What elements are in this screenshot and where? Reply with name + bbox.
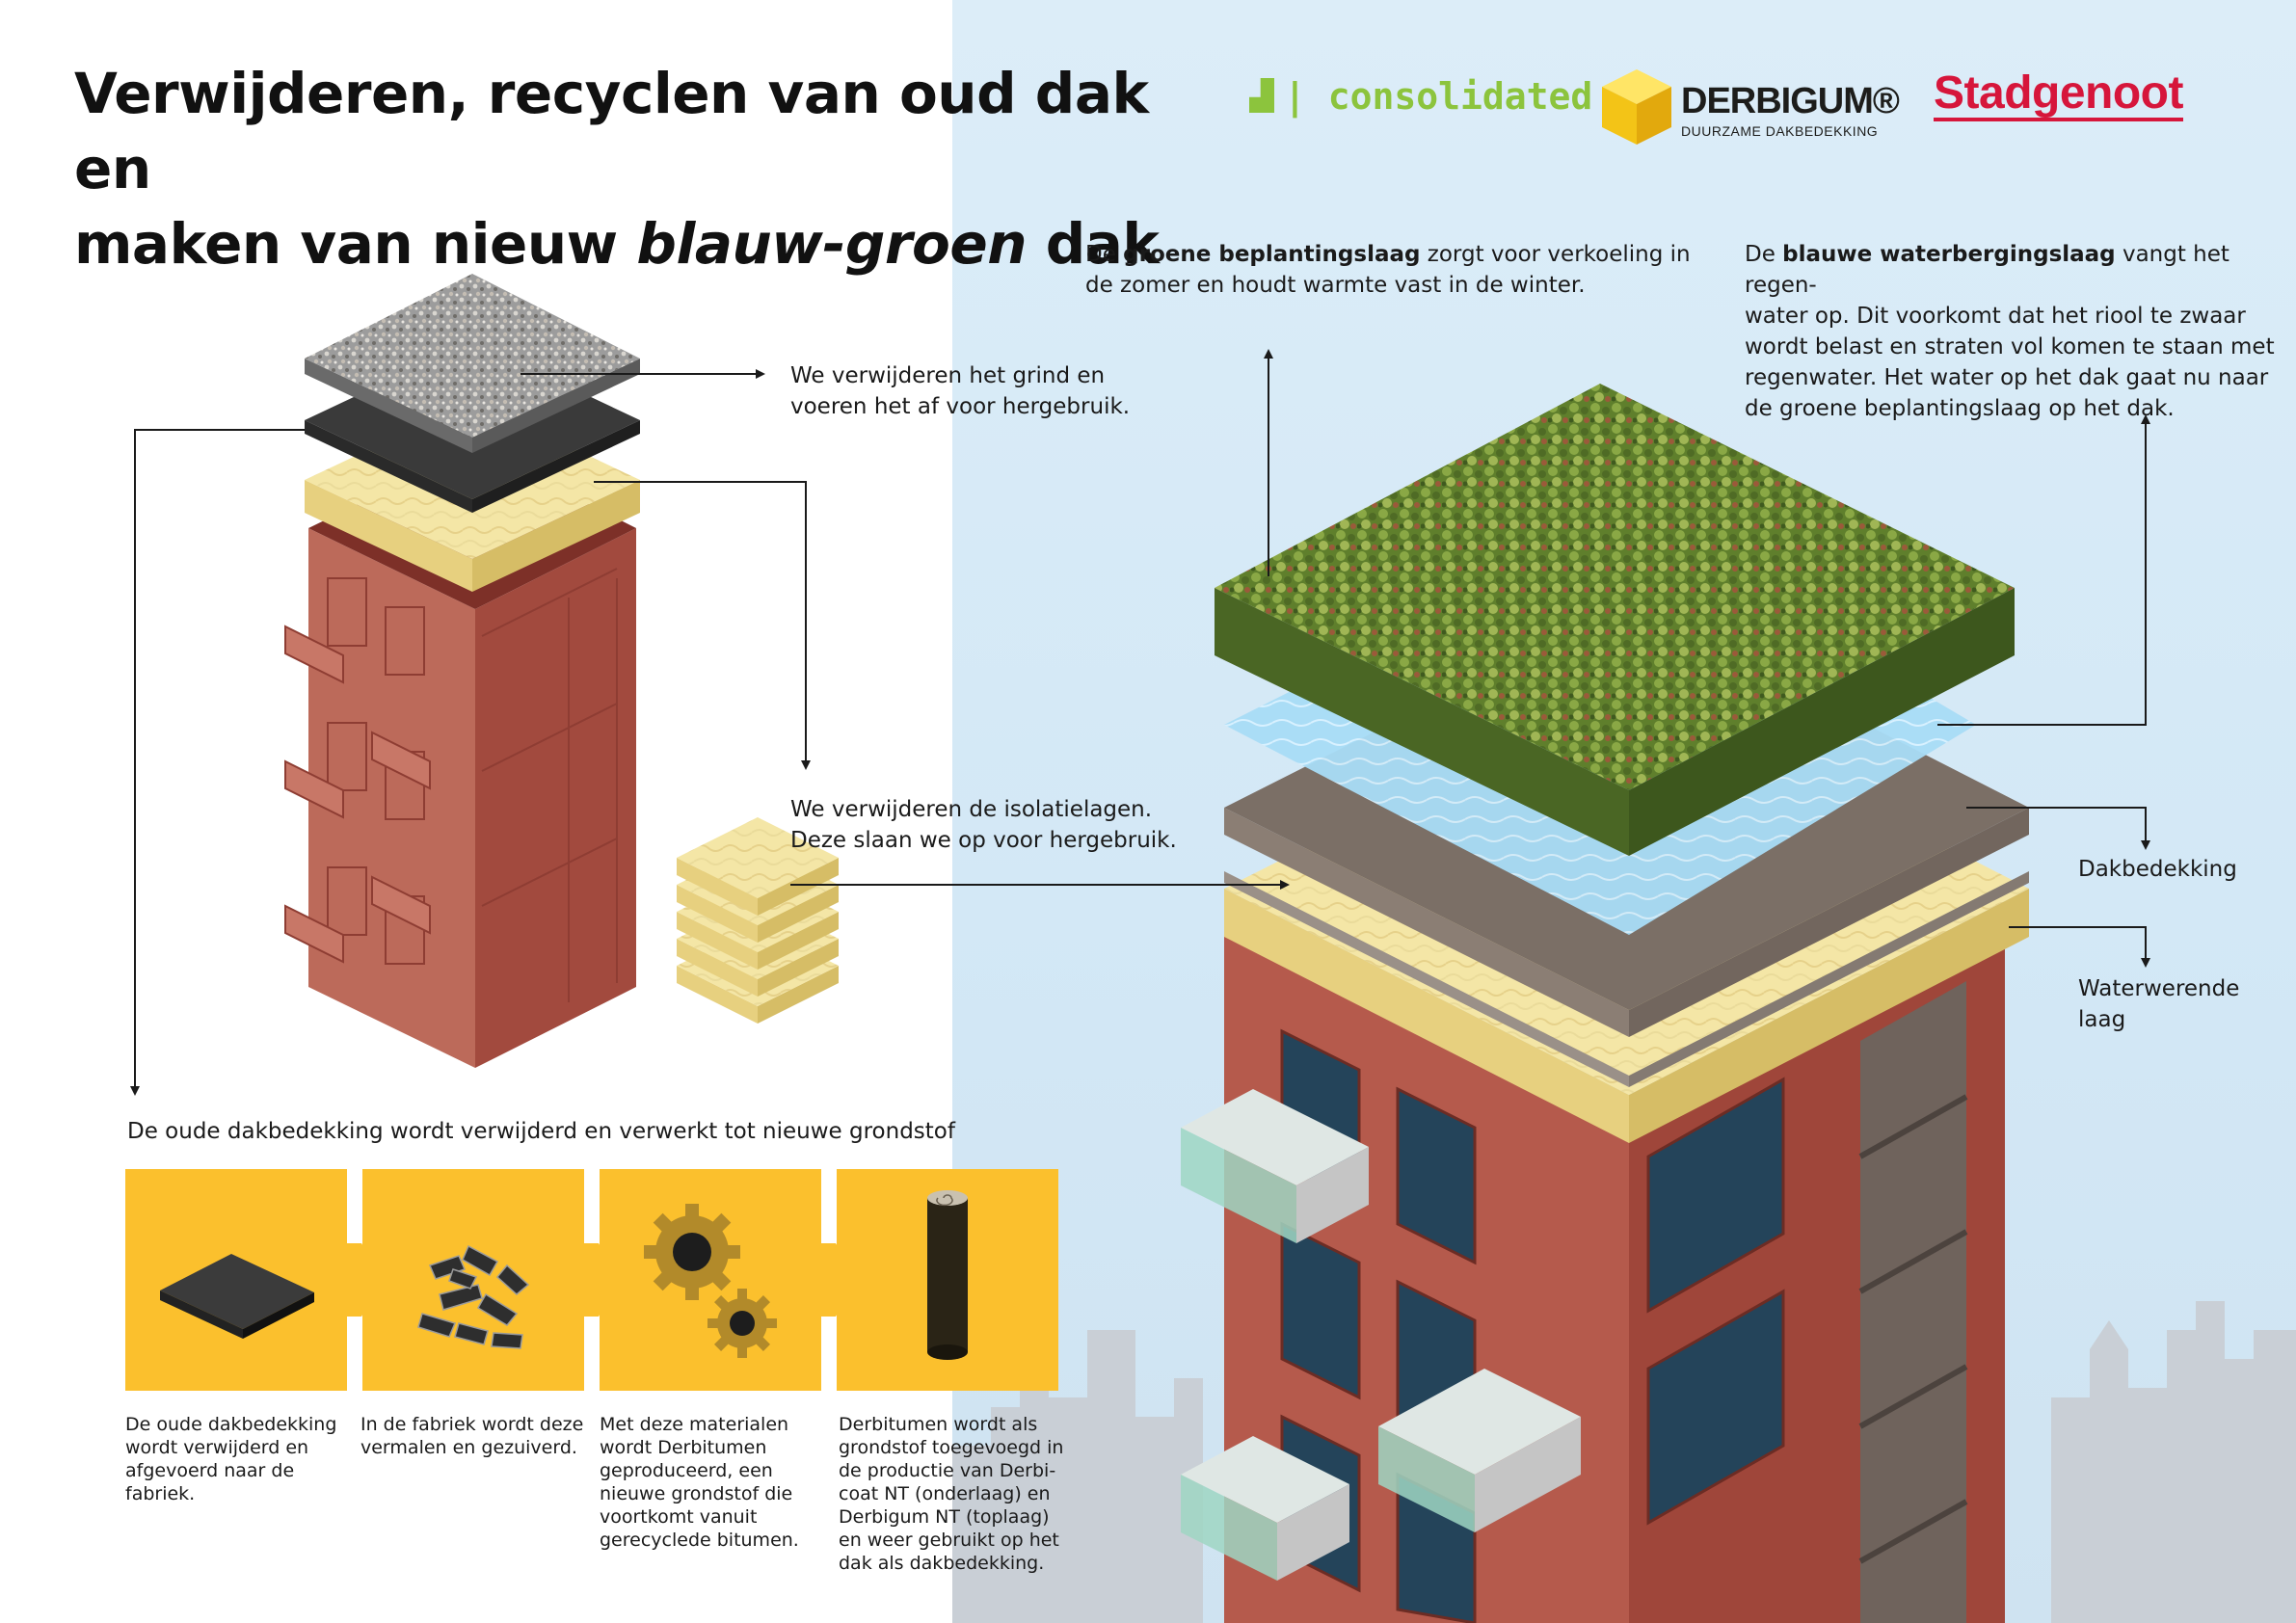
title-line-1: Verwijderen, recyclen van oud dak en: [74, 61, 1149, 201]
process-step-2-line-2: vermalen en gezuiverd.: [360, 1437, 577, 1458]
callout-blue-line-5: de groene beplantingslaag op het dak.: [1745, 396, 2175, 421]
consolidated-logo: | consolidated: [1249, 75, 1592, 118]
callout-blue-layer: De blauwe waterbergingslaag vangt het re…: [1745, 239, 2296, 424]
callout-gravel: We verwijderen het grind en voeren het a…: [790, 360, 1130, 422]
derbigum-name: DERBIGUM®: [1681, 81, 1900, 121]
process-step-4-line-5: Derbigum NT (toplaag): [839, 1506, 1050, 1528]
process-step-4-line-1: Derbitumen wordt als: [839, 1414, 1038, 1435]
gears-icon: [644, 1204, 777, 1358]
process-step-1-line-2: wordt verwijderd en: [125, 1437, 309, 1458]
process-step-3-line-5: voortkomt vanuit: [600, 1506, 758, 1528]
process-step-2-line-1: In de fabriek wordt deze: [360, 1414, 584, 1435]
callout-green-line-2: de zomer en houdt warmte vast in de wint…: [1085, 273, 1586, 298]
callout-green-post: zorgt voor verkoeling in: [1420, 242, 1691, 267]
glass-balconies: [1181, 1089, 1581, 1581]
callout-blue-line-3: wordt belast en straten vol komen te sta…: [1745, 334, 2275, 359]
callout-arrows: [130, 349, 2150, 1096]
callout-blue-pre: De: [1745, 242, 1783, 267]
derbigum-tagline: DUURZAME DAKBEDEKKING: [1681, 123, 1879, 139]
gravel-layer: [305, 274, 640, 453]
shredded-material-icon: [417, 1244, 530, 1349]
process-step-3-line-6: gerecyclede bitumen.: [600, 1530, 799, 1551]
process-step-1-line-4: fabriek.: [125, 1483, 196, 1504]
process-step-3-line-3: geproduceerd, een: [600, 1460, 773, 1481]
callout-green-pre: De: [1085, 242, 1124, 267]
label-waterwerende-line-2: laag: [2078, 1007, 2126, 1032]
callout-blue-line-2: water op. Dit voorkomt dat het riool te …: [1745, 304, 2246, 329]
process-step-3-text: Met deze materialen wordt Derbitumen gep…: [600, 1413, 799, 1552]
callout-blue-bold: blauwe waterbergingslaag: [1782, 242, 2116, 267]
process-step-4-line-3: de productie van Derbi-: [839, 1460, 1056, 1481]
derbigum-cube-icon: [1602, 69, 1671, 145]
title-emphasis: blauw-groen: [636, 211, 1027, 277]
title-line-2-start: maken van nieuw: [74, 211, 637, 277]
label-waterwerende-line-1: Waterwerende: [2078, 976, 2240, 1001]
process-step-4-text: Derbitumen wordt als grondstof toegevoeg…: [839, 1413, 1063, 1575]
city-skyline: [952, 1301, 2296, 1623]
callout-insulation-line-1: We verwijderen de isolatielagen.: [790, 797, 1153, 822]
process-step-3-line-1: Met deze materialen: [600, 1414, 789, 1435]
process-step-4-line-7: dak als dakbedekking.: [839, 1553, 1045, 1574]
waterproof-layer: [1224, 871, 2029, 1087]
process-step-2-text: In de fabriek wordt deze vermalen en gez…: [360, 1413, 583, 1459]
callout-insulation-line-2: Deze slaan we op voor hergebruik.: [790, 828, 1177, 853]
callout-blue-line-4: regenwater. Het water op het dak gaat nu…: [1745, 365, 2269, 390]
callout-green-bold: groene beplantingslaag: [1123, 242, 1421, 267]
roofing-slab-icon: [160, 1254, 314, 1339]
process-step-2-box: [362, 1169, 584, 1391]
label-dakbedekking: Dakbedekking: [2078, 857, 2237, 882]
consolidated-logo-text: | consolidated: [1284, 75, 1593, 118]
process-step-4-line-4: coat NT (onderlaag) en: [839, 1483, 1051, 1504]
process-step-4-box: [837, 1169, 1058, 1391]
stored-insulation-stack: [677, 817, 839, 1024]
callout-green-layer: De groene beplantingslaag zorgt voor ver…: [1085, 239, 1691, 301]
process-step-1-box: [125, 1169, 347, 1391]
process-step-3-line-4: nieuwe grondstof die: [600, 1483, 793, 1504]
process-step-4-line-6: en weer gebruikt op het: [839, 1530, 1059, 1551]
process-heading: De oude dakbedekking wordt verwijderd en…: [127, 1119, 955, 1144]
label-waterwerende-laag: Waterwerende laag: [2078, 973, 2239, 1035]
process-step-1-text: De oude dakbedekking wordt verwijderd en…: [125, 1413, 336, 1505]
process-step-3-line-2: wordt Derbitumen: [600, 1437, 767, 1458]
new-building: [1181, 925, 2005, 1623]
page-title: Verwijderen, recyclen van oud dak en mak…: [74, 56, 1212, 281]
process-step-1-line-1: De oude dakbedekking: [125, 1414, 337, 1435]
process-step-4-line-2: grondstof toegevoegd in: [839, 1437, 1064, 1458]
callout-blue-post: vangt het regen-: [1745, 242, 2229, 298]
plant-layer: [1215, 384, 2015, 856]
bitumen-roll-icon: [927, 1190, 968, 1360]
process-step-1-line-3: afgevoerd naar de: [125, 1460, 295, 1481]
callout-gravel-line-2: voeren het af voor hergebruik.: [790, 394, 1131, 419]
process-step-3-box: [600, 1169, 821, 1391]
title-line-2-end: dak: [1027, 211, 1160, 277]
callout-gravel-line-1: We verwijderen het grind en: [790, 363, 1106, 388]
stadgenoot-logo: Stadgenoot: [1934, 69, 2183, 121]
callout-insulation: We verwijderen de isolatielagen. Deze sl…: [790, 794, 1177, 856]
